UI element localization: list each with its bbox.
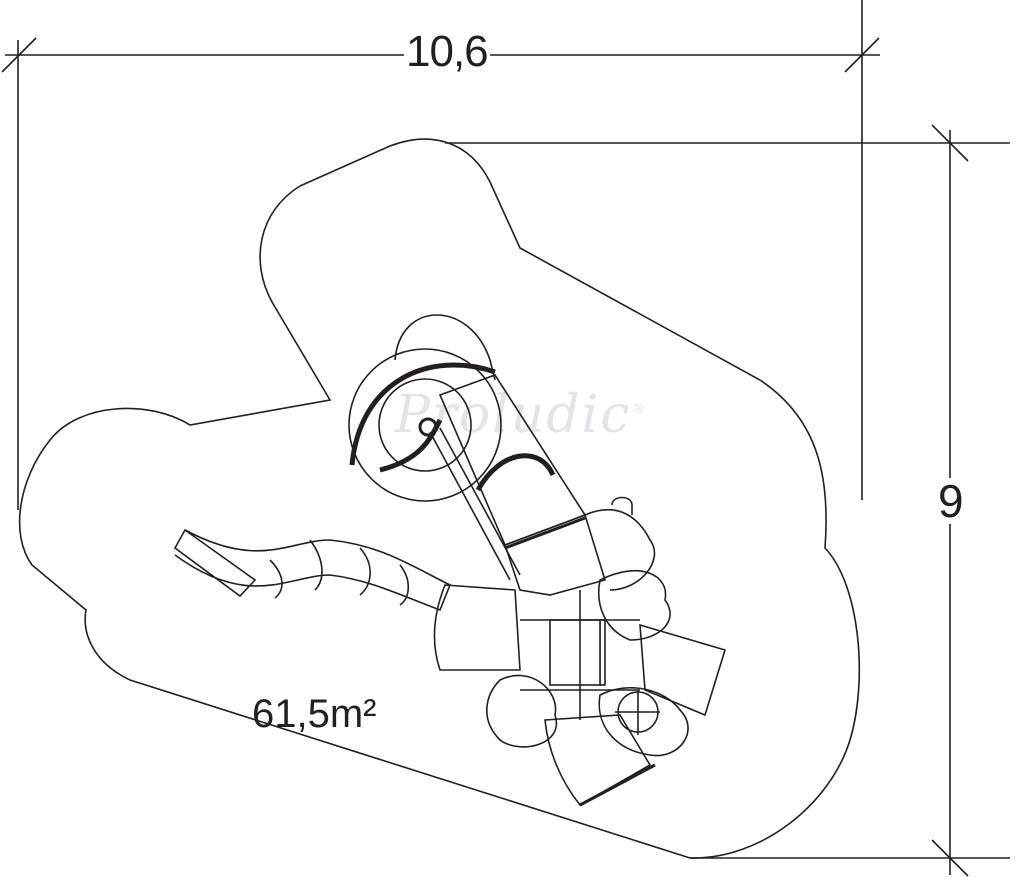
height-dimension-label: 9 xyxy=(938,475,964,527)
area-label: 61,5m² xyxy=(252,692,377,736)
tube-slide xyxy=(429,374,587,581)
width-dimension xyxy=(1,0,880,510)
watermark-registered: ® xyxy=(631,401,648,418)
height-dimension xyxy=(445,124,1010,877)
safety-zone-outline xyxy=(18,138,861,859)
spiral-slide xyxy=(173,528,452,612)
slide-tower xyxy=(348,314,502,502)
width-dimension-label: 10,6 xyxy=(404,27,490,76)
platform-deck xyxy=(433,496,727,807)
